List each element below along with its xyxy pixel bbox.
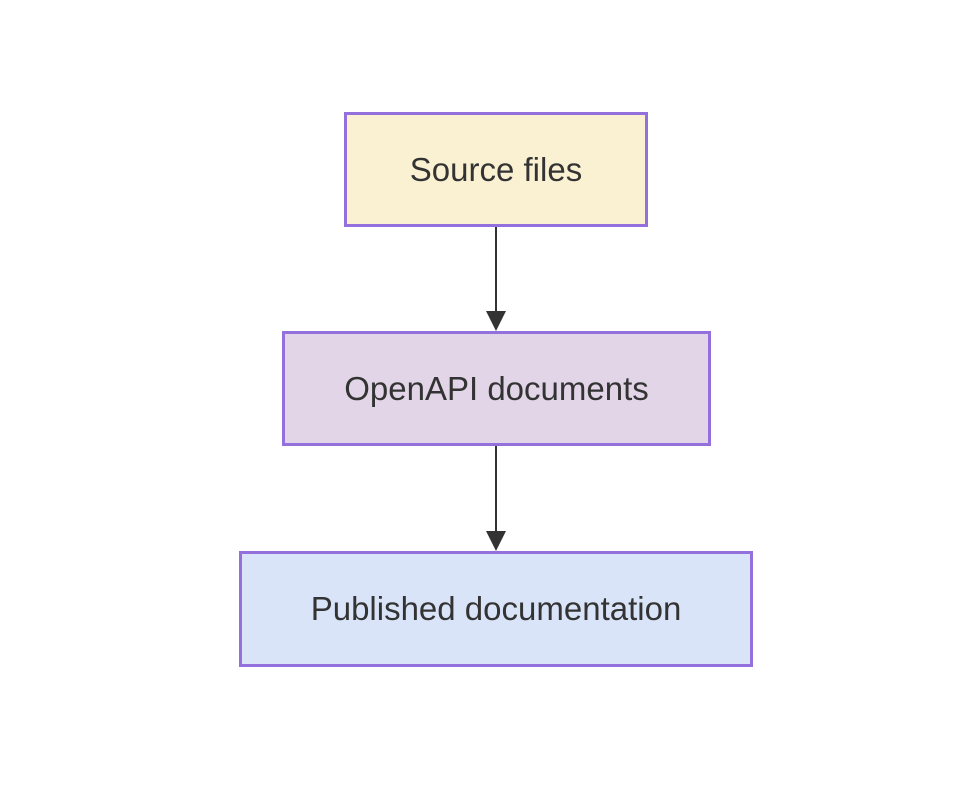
node-openapi-documents: OpenAPI documents <box>282 331 711 446</box>
node-source-files-label: Source files <box>409 150 583 188</box>
arrowhead-down-icon <box>486 531 506 551</box>
edge-line-source-to-openapi <box>495 227 497 313</box>
edge-line-openapi-to-published <box>495 446 497 532</box>
node-openapi-documents-label: OpenAPI documents <box>344 369 649 407</box>
node-published-documentation: Published documentation <box>239 551 753 667</box>
arrowhead-down-icon <box>486 311 506 331</box>
node-published-documentation-label: Published documentation <box>310 590 682 628</box>
node-source-files: Source files <box>344 112 648 227</box>
